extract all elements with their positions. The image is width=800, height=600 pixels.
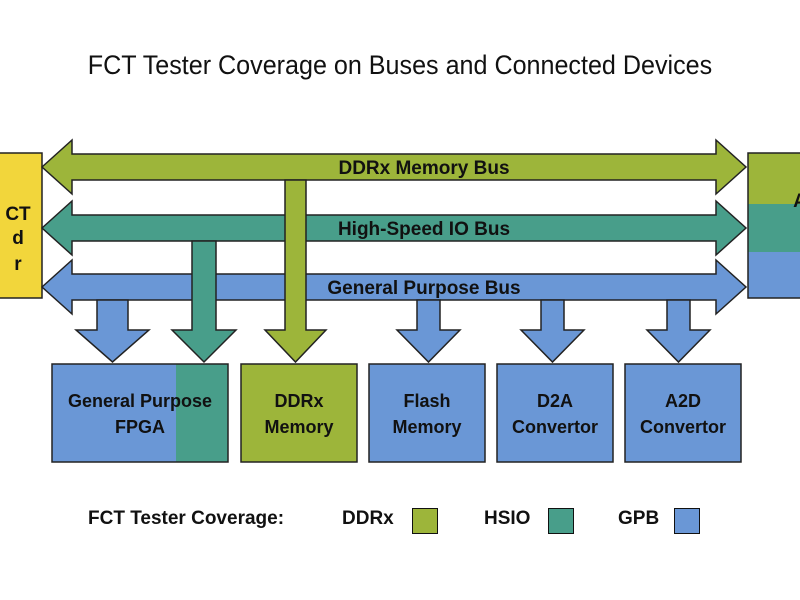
host-box-right: A — [747, 152, 800, 299]
device-fpga-line-1: General Purpose — [68, 391, 212, 411]
legend-gpb-swatch — [674, 508, 700, 534]
device-flash-memory: Flash Memory — [368, 363, 486, 463]
hsio-to-fpga-arrow — [170, 240, 238, 364]
hsio-bus-label: High-Speed IO Bus — [338, 219, 510, 240]
general-purpose-bus: General Purpose Bus — [40, 258, 748, 316]
device-flash-line-2: Memory — [392, 417, 461, 437]
gpb-bus-label: General Purpose Bus — [327, 278, 520, 299]
high-speed-io-bus: High-Speed IO Bus — [40, 199, 748, 257]
legend-gpb-label: GPB — [618, 508, 660, 529]
device-ddrx-line-2: Memory — [264, 417, 333, 437]
gpb-to-flash-arrow — [395, 299, 462, 364]
device-fpga-line-2: FPGA — [115, 417, 165, 437]
legend-hsio-swatch — [548, 508, 574, 534]
ddr-to-memory-arrow — [263, 179, 328, 364]
device-a2d-convertor: A2D Convertor — [624, 363, 742, 463]
device-d2a-line-2: Convertor — [512, 417, 598, 437]
legend-hsio-label: HSIO — [484, 508, 531, 529]
host-right-line-1: A — [793, 191, 800, 212]
device-ddrx-memory: DDRx Memory — [240, 363, 358, 463]
host-left-line-3: r — [14, 254, 22, 275]
gpb-to-a2d-arrow — [645, 299, 712, 364]
device-flash-line-1: Flash — [403, 391, 450, 411]
device-ddrx-line-1: DDRx — [274, 391, 323, 411]
host-box-left: CT d r — [0, 152, 43, 299]
device-d2a-convertor: D2A Convertor — [496, 363, 614, 463]
ddr-memory-bus: DDRx Memory Bus — [40, 138, 748, 196]
gpb-to-d2a-arrow — [519, 299, 586, 364]
device-a2d-line-2: Convertor — [640, 417, 726, 437]
host-left-line-2: d — [12, 228, 24, 249]
device-d2a-line-1: D2A — [537, 391, 573, 411]
legend-ddrx-swatch — [412, 508, 438, 534]
host-left-line-1: CT — [5, 204, 31, 225]
device-fpga: General Purpose FPGA — [51, 363, 229, 463]
legend-ddrx-label: DDRx — [342, 508, 394, 529]
ddr-bus-label: DDRx Memory Bus — [338, 158, 509, 179]
legend-label: FCT Tester Coverage: — [88, 508, 285, 529]
diagram-title: FCT Tester Coverage on Buses and Connect… — [87, 50, 713, 80]
device-a2d-line-1: A2D — [665, 391, 701, 411]
gpb-to-fpga-arrow — [74, 299, 151, 363]
